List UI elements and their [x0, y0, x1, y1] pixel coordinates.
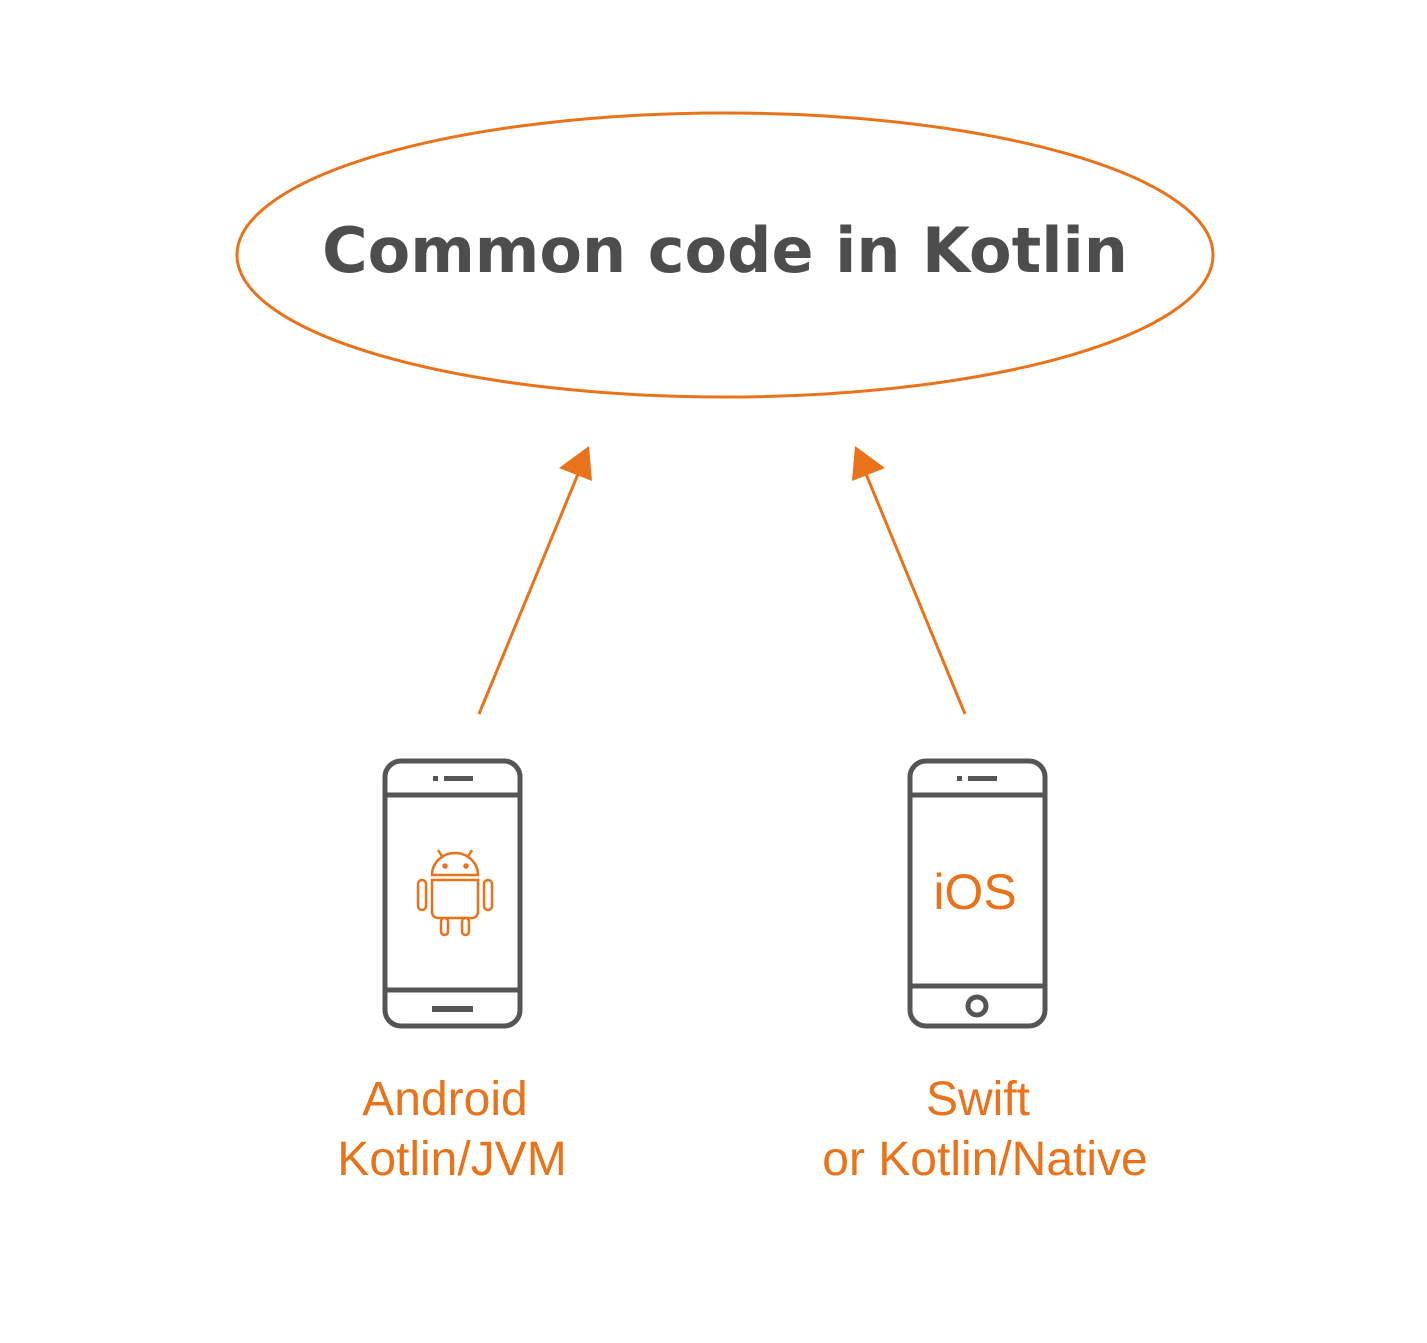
ios-phone-icon: iOS	[907, 758, 1048, 1029]
arrow-ios-to-common	[852, 446, 967, 715]
common-code-node: Common code in Kotlin	[235, 111, 1215, 399]
android-icon	[416, 849, 494, 937]
ios-label-line1: Swift	[926, 1073, 1030, 1126]
android-phone-icon	[382, 758, 523, 1029]
arrow-android-to-common	[477, 446, 592, 715]
common-code-ellipse	[235, 111, 1215, 399]
ios-label-line2: or Kotlin/Native	[822, 1133, 1147, 1186]
common-code-title: Common code in Kotlin	[322, 214, 1128, 287]
android-label-line2: Kotlin/JVM	[337, 1133, 566, 1186]
android-label-line1: Android	[362, 1073, 527, 1126]
ios-screen-text: iOS	[933, 864, 1016, 920]
